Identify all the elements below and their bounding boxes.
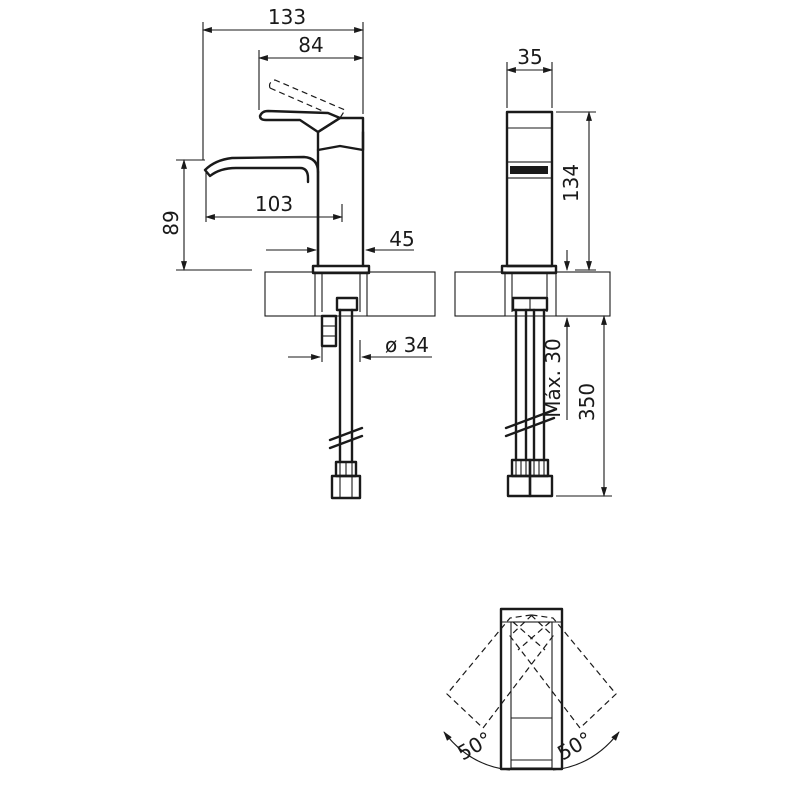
base-flange <box>311 264 371 275</box>
dim-spout-height: 89 <box>159 210 183 235</box>
top-body-outline <box>499 607 564 771</box>
countertop-left-hatch-a <box>264 271 316 317</box>
dim-spout-reach: 103 <box>255 192 293 216</box>
dim-handle-width: 84 <box>298 33 323 57</box>
dim-total-width: 133 <box>268 5 306 29</box>
dim-side-width: 35 <box>517 45 542 69</box>
side-view: 35 134 Máx. 30 350 <box>454 45 612 498</box>
rotation-arc-right <box>552 731 620 771</box>
side-body <box>505 110 554 268</box>
dim-hose-length: 350 <box>575 383 599 421</box>
countertop-left-hatch-b <box>366 271 436 317</box>
top-view: 50° 50° <box>443 607 620 771</box>
lever-handle <box>258 109 342 134</box>
aerator-slot <box>510 166 548 174</box>
front-view: 133 84 103 89 45 ø 34 <box>159 5 436 500</box>
angle-left-label: 50° <box>453 727 496 766</box>
lever-rotated-left <box>446 614 554 729</box>
handle-block <box>316 116 365 152</box>
rotation-arc-left <box>443 731 511 771</box>
countertop-right-hatch-b <box>555 271 611 317</box>
dim-max-counter: Máx. 30 <box>541 338 565 418</box>
angle-right-label: 50° <box>553 727 596 766</box>
countertop-right-hatch-a <box>454 271 506 317</box>
dim-body-depth: 45 <box>389 227 414 251</box>
dim-side-height: 134 <box>559 164 583 202</box>
lever-rotated-right <box>509 614 617 729</box>
dim-hole-diameter: ø 34 <box>385 333 429 357</box>
faucet-body <box>203 155 320 268</box>
lever-handle-raised <box>268 79 346 119</box>
